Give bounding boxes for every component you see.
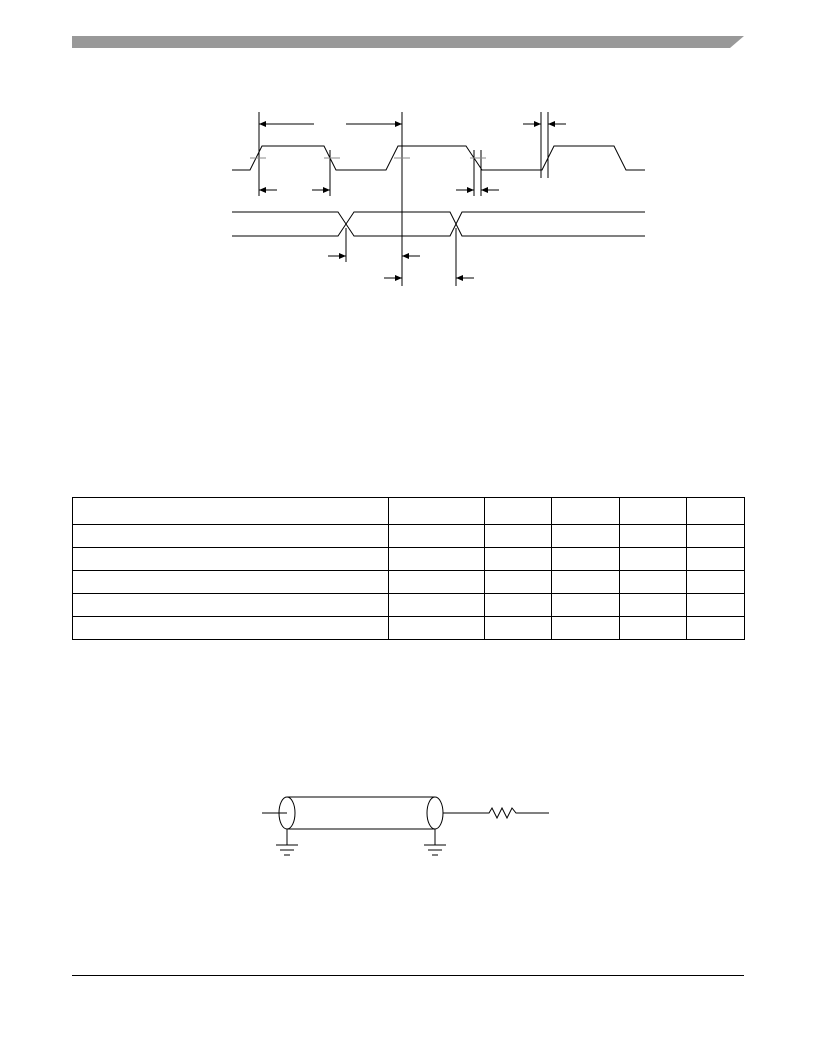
table-cell: [686, 547, 745, 571]
table-header-cell: [484, 497, 552, 525]
footer-rule: [72, 975, 744, 976]
table-cell: [551, 570, 620, 594]
resistor: [443, 806, 549, 820]
table-cell: [484, 616, 552, 640]
table-cell: [72, 593, 389, 617]
spec-table: [72, 497, 745, 640]
table-cell: [388, 616, 485, 640]
table-cell: [72, 547, 389, 571]
table-cell: [686, 616, 745, 640]
timing-diagram: [232, 112, 645, 286]
table-cell: [72, 570, 389, 594]
table-header-cell: [72, 497, 389, 525]
table-cell: [388, 547, 485, 571]
table-cell: [619, 616, 687, 640]
table-cell: [619, 524, 687, 548]
table-row: [72, 593, 745, 617]
ground-symbol-left: [276, 844, 298, 856]
table-cell: [484, 593, 552, 617]
ground-symbol-right: [424, 844, 446, 856]
table-cell: [686, 524, 745, 548]
header-bar: [72, 36, 744, 48]
table-cell: [551, 524, 620, 548]
clock-waveform: [232, 145, 645, 171]
table-cell: [72, 616, 389, 640]
coax-right-end: [426, 796, 444, 830]
table-cell: [551, 593, 620, 617]
table-row: [72, 524, 745, 548]
table-row: [72, 616, 745, 640]
table-cell: [551, 616, 620, 640]
table-cell: [72, 524, 389, 548]
